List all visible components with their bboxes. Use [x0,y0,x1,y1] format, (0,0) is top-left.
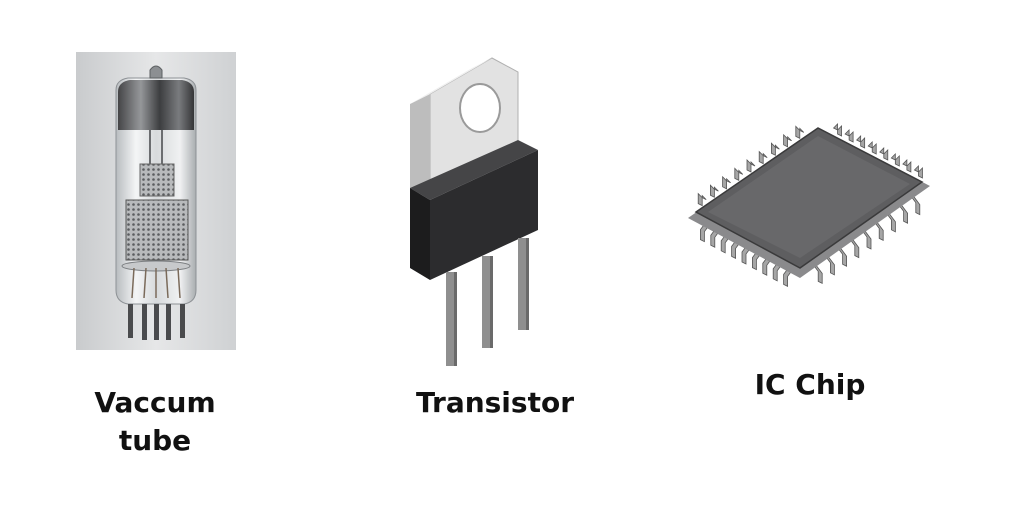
glass-tip [149,65,163,79]
chip-pin [855,135,866,149]
vacuum-tube-image [76,52,236,350]
chip-pin [890,153,900,167]
chip-pin [710,184,719,198]
chip-pin [913,165,923,179]
upper-grid [139,163,175,197]
getter-coating [118,80,194,130]
vacuum-tube-figure [76,52,236,350]
transistor-leg [446,272,454,366]
ic-chip-label: IC Chip [730,366,890,404]
chip-pin [771,142,780,156]
transistor-figure [400,28,560,368]
chip-pin [867,141,877,155]
chip-pin [795,125,805,140]
chip-pin [879,147,889,161]
ic-chip-image [688,123,930,288]
transistor-leg [518,238,526,330]
chip-pin [746,159,756,173]
base-pin [142,304,147,340]
transistor-leg [482,256,490,348]
mounting-hole [459,83,501,133]
base-pin [154,304,159,340]
chip-pin [758,150,768,165]
plate-mesh [125,199,189,261]
vacuum-tube-label-line2: tube [118,424,192,457]
ic-chip-figure [668,112,948,312]
chip-pin [722,175,731,190]
chip-pin [902,159,912,173]
vacuum-tube-label: Vaccum tube [60,384,250,460]
transistor-label: Transistor [400,384,590,422]
base-pin [128,304,133,338]
base-pin [180,304,185,338]
base-pin [166,304,171,340]
chip-pin [783,133,792,148]
chip-pin [697,192,707,207]
transistor-label-text: Transistor [415,386,575,419]
vacuum-tube-label-line1: Vaccum [94,386,216,419]
ic-chip-label-text: IC Chip [754,368,866,401]
chip-pin [832,123,842,137]
chip-pin [734,167,744,182]
transistor-body [430,150,538,280]
transistor-image [410,57,538,366]
chip-pin [844,129,854,143]
